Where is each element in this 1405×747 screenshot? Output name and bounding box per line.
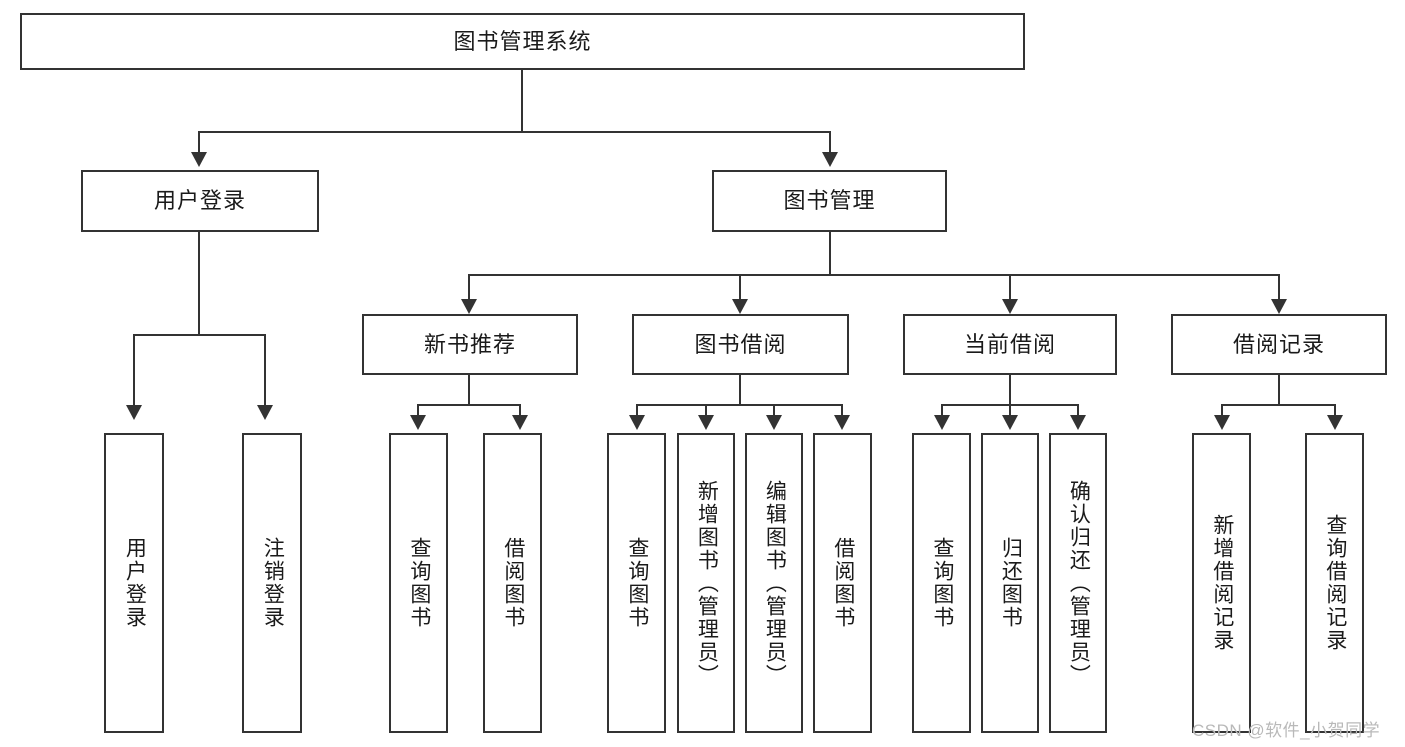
connector-book-borrow-stem xyxy=(739,375,741,405)
node-label: 编辑图书（管理员） xyxy=(763,479,787,687)
connector-borrow-record-split-bar xyxy=(1221,404,1336,406)
connector-root-split-bar xyxy=(198,131,830,133)
leaf-new-book-borrow-book[interactable]: 借阅图书 xyxy=(483,433,542,733)
arrowhead-root-to-user-login xyxy=(191,152,207,167)
node-label: 查询图书 xyxy=(407,537,431,629)
leaf-user-login-login[interactable]: 用户登录 xyxy=(104,433,164,733)
arrowhead-current-borrow-to-leaf-2 xyxy=(1002,415,1018,430)
node-root-book-management-system[interactable]: 图书管理系统 xyxy=(20,13,1025,70)
node-label: 归还图书 xyxy=(999,537,1023,629)
leaf-current-borrow-confirm-return-admin[interactable]: 确认归还（管理员） xyxy=(1049,433,1107,733)
node-book-management[interactable]: 图书管理 xyxy=(712,170,947,232)
connector-book-management-split-bar xyxy=(468,274,1280,276)
connector-new-book-stem xyxy=(468,375,470,405)
connector-bm-to-current-borrow xyxy=(1009,274,1011,300)
arrowhead-book-borrow-to-leaf-1 xyxy=(629,415,645,430)
arrowhead-borrow-record-to-leaf-2 xyxy=(1327,415,1343,430)
connector-current-borrow-to-leaf-3 xyxy=(1077,404,1079,417)
connector-book-borrow-split-bar xyxy=(636,404,842,406)
leaf-new-book-query-book[interactable]: 查询图书 xyxy=(389,433,448,733)
node-label: 借阅图书 xyxy=(831,537,855,629)
arrowhead-user-login-to-leaf-1 xyxy=(126,405,142,420)
arrowhead-current-borrow-to-leaf-1 xyxy=(934,415,950,430)
connector-borrow-record-stem xyxy=(1278,375,1280,405)
node-label: 当前借阅 xyxy=(963,331,1056,357)
connector-borrow-record-to-leaf-2 xyxy=(1334,404,1336,417)
leaf-book-borrow-add-book-admin[interactable]: 新增图书（管理员） xyxy=(677,433,735,733)
connector-bm-to-borrow-record xyxy=(1278,274,1280,300)
connector-new-book-to-leaf-2 xyxy=(519,404,521,417)
connector-bm-to-new-book xyxy=(468,274,470,300)
connector-bm-to-book-borrow xyxy=(739,274,741,300)
node-current-borrow[interactable]: 当前借阅 xyxy=(903,314,1117,375)
arrowhead-bm-to-new-book xyxy=(461,299,477,314)
node-label: 查询图书 xyxy=(625,537,649,629)
leaf-borrow-record-add-record[interactable]: 新增借阅记录 xyxy=(1192,433,1251,733)
node-label: 注销登录 xyxy=(261,537,285,629)
connector-book-management-stem xyxy=(829,232,831,275)
arrowhead-new-book-to-leaf-2 xyxy=(512,415,528,430)
leaf-current-borrow-return-book[interactable]: 归还图书 xyxy=(981,433,1039,733)
node-new-book-recommend[interactable]: 新书推荐 xyxy=(362,314,578,375)
leaf-current-borrow-query-book[interactable]: 查询图书 xyxy=(912,433,971,733)
node-label: 查询借阅记录 xyxy=(1323,514,1347,652)
arrowhead-new-book-to-leaf-1 xyxy=(410,415,426,430)
arrowhead-book-borrow-to-leaf-2 xyxy=(698,415,714,430)
node-label: 查询图书 xyxy=(930,537,954,629)
node-label: 图书借阅 xyxy=(694,331,787,357)
leaf-user-login-logout[interactable]: 注销登录 xyxy=(242,433,302,733)
connector-book-borrow-to-leaf-2 xyxy=(705,404,707,417)
arrowhead-user-login-to-leaf-2 xyxy=(257,405,273,420)
arrowhead-bm-to-book-borrow xyxy=(732,299,748,314)
leaf-book-borrow-edit-book-admin[interactable]: 编辑图书（管理员） xyxy=(745,433,803,733)
node-label: 用户登录 xyxy=(153,188,246,214)
connector-book-borrow-to-leaf-1 xyxy=(636,404,638,417)
leaf-book-borrow-query-book[interactable]: 查询图书 xyxy=(607,433,666,733)
node-label: 确认归还（管理员） xyxy=(1067,479,1091,687)
connector-current-borrow-to-leaf-2 xyxy=(1009,404,1011,417)
connector-user-login-to-leaf-2 xyxy=(264,334,266,406)
connector-user-login-to-leaf-1 xyxy=(133,334,135,406)
arrowhead-bm-to-current-borrow xyxy=(1002,299,1018,314)
node-label: 新增借阅记录 xyxy=(1210,514,1234,652)
arrowhead-bm-to-borrow-record xyxy=(1271,299,1287,314)
node-label: 图书管理 xyxy=(783,188,876,214)
connector-borrow-record-to-leaf-1 xyxy=(1221,404,1223,417)
connector-current-borrow-stem xyxy=(1009,375,1011,405)
leaf-book-borrow-borrow-book[interactable]: 借阅图书 xyxy=(813,433,872,733)
node-book-borrow[interactable]: 图书借阅 xyxy=(632,314,849,375)
node-label: 图书管理系统 xyxy=(453,28,592,54)
arrowhead-book-borrow-to-leaf-3 xyxy=(766,415,782,430)
connector-current-borrow-to-leaf-1 xyxy=(941,404,943,417)
node-user-login[interactable]: 用户登录 xyxy=(81,170,319,232)
arrowhead-book-borrow-to-leaf-4 xyxy=(834,415,850,430)
node-label: 借阅记录 xyxy=(1232,331,1325,357)
arrowhead-borrow-record-to-leaf-1 xyxy=(1214,415,1230,430)
connector-new-book-split-bar xyxy=(417,404,520,406)
node-label: 借阅图书 xyxy=(501,537,525,629)
connector-root-to-user-login xyxy=(198,131,200,153)
leaf-borrow-record-query-record[interactable]: 查询借阅记录 xyxy=(1305,433,1364,733)
arrowhead-root-to-book-management xyxy=(822,152,838,167)
arrowhead-current-borrow-to-leaf-3 xyxy=(1070,415,1086,430)
node-label: 用户登录 xyxy=(123,537,147,629)
connector-user-login-stem xyxy=(198,232,200,335)
connector-root-to-book-management xyxy=(829,131,831,153)
node-borrow-record[interactable]: 借阅记录 xyxy=(1171,314,1387,375)
node-label: 新书推荐 xyxy=(423,331,516,357)
connector-book-borrow-to-leaf-3 xyxy=(773,404,775,417)
connector-book-borrow-to-leaf-4 xyxy=(841,404,843,417)
connector-user-login-split-bar xyxy=(133,334,266,336)
connector-new-book-to-leaf-1 xyxy=(417,404,419,417)
connector-root-stem xyxy=(521,70,523,132)
node-label: 新增图书（管理员） xyxy=(695,479,719,687)
